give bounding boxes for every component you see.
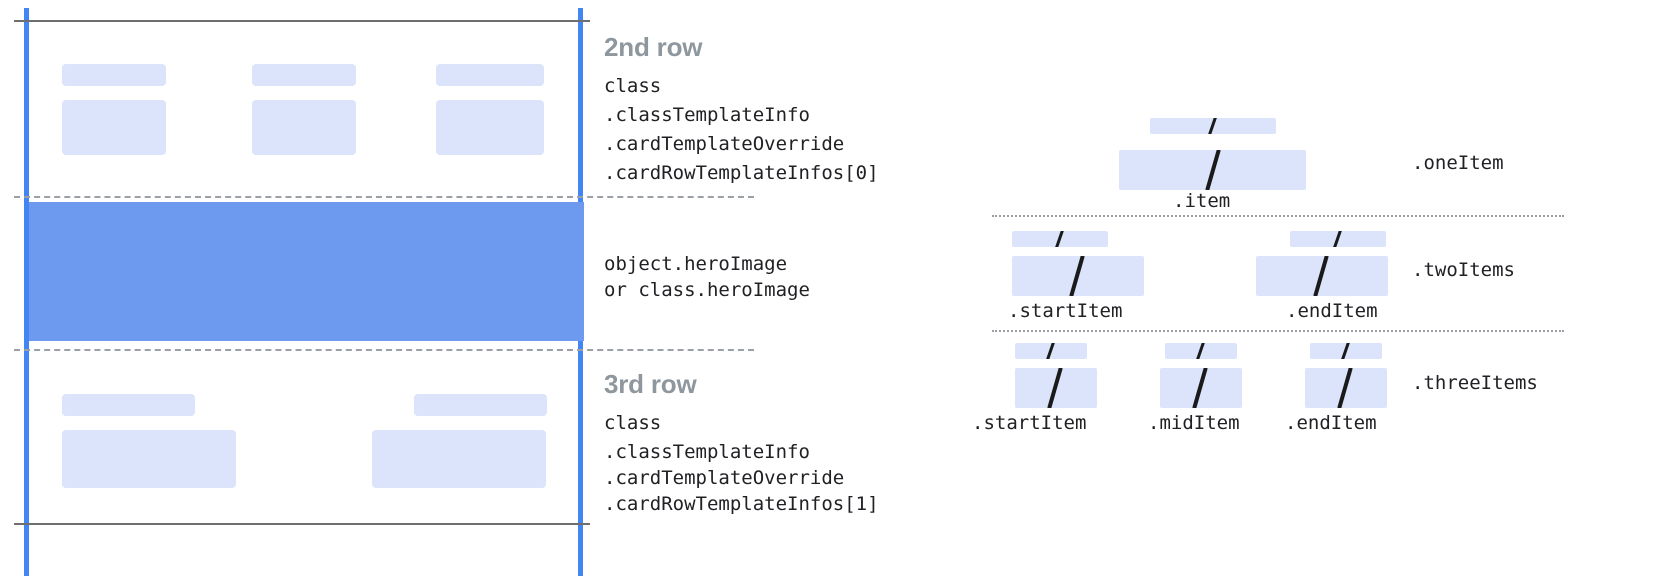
third-row-code-line-4: .cardRowTemplateInfos[1]	[604, 493, 879, 515]
slash-icon	[1205, 150, 1221, 190]
one-item-slot-label: .item	[1173, 190, 1231, 212]
one-item-thin-bar	[1150, 118, 1276, 134]
second-row-label-placeholder-3	[436, 64, 544, 86]
slash-icon	[1340, 343, 1351, 359]
second-row-value-placeholder-2	[252, 100, 356, 155]
two-items-group-label: .twoItems	[1412, 259, 1515, 281]
second-row-value-placeholder-1	[62, 100, 166, 155]
three-items-mid-thin-bar	[1165, 343, 1237, 359]
third-row-heading: 3rd row	[604, 369, 697, 399]
hero-code-line-1: object.heroImage	[604, 253, 788, 275]
third-row-label-placeholder-2	[414, 394, 547, 416]
second-row-heading: 2nd row	[604, 32, 703, 62]
two-items-start-label: .startItem	[1008, 300, 1123, 322]
item-separator-1	[992, 215, 1564, 217]
one-item-thick-bar	[1119, 150, 1306, 190]
card-left-rail	[24, 8, 29, 576]
three-items-group-label: .threeItems	[1412, 372, 1538, 394]
card-top-edge	[14, 20, 590, 22]
slash-icon	[1337, 368, 1353, 408]
hero-image-band	[29, 202, 584, 341]
slash-icon	[1047, 368, 1063, 408]
one-item-group-label: .oneItem	[1412, 152, 1504, 174]
three-items-start-label: .startItem	[972, 412, 1087, 434]
card-row-diagram	[0, 0, 754, 584]
hero-code-line-2: or class.heroImage	[604, 279, 810, 301]
row-separator-1	[14, 196, 754, 198]
third-row-code-line-2: .classTemplateInfo	[604, 441, 810, 463]
item-separator-2	[992, 330, 1564, 332]
third-row-value-placeholder-2	[372, 430, 546, 488]
slash-icon	[1192, 368, 1208, 408]
three-items-end-thick-bar	[1305, 368, 1387, 408]
two-items-start-thin-bar	[1012, 231, 1108, 247]
second-row-code-line-2: .classTemplateInfo	[604, 104, 810, 126]
two-items-end-label: .endItem	[1286, 300, 1378, 322]
card-bottom-edge	[14, 523, 590, 525]
two-items-end-thick-bar	[1256, 256, 1388, 296]
three-items-start-thick-bar	[1015, 368, 1097, 408]
third-row-code-line-1: class	[604, 412, 662, 434]
second-row-code-line-3: .cardTemplateOverride	[604, 133, 845, 155]
three-items-end-thin-bar	[1310, 343, 1382, 359]
two-items-end-thin-bar	[1290, 231, 1386, 247]
slash-icon	[1195, 343, 1206, 359]
third-row-value-placeholder-1	[62, 430, 236, 488]
slash-icon	[1054, 231, 1065, 247]
item-layout-diagram: .item .oneItem .startItem .endItem .twoI…	[960, 0, 1676, 584]
slash-icon	[1069, 256, 1085, 296]
second-row-value-placeholder-3	[436, 100, 544, 155]
second-row-code-line-4: .cardRowTemplateInfos[0]	[604, 162, 879, 184]
third-row-code-line-3: .cardTemplateOverride	[604, 467, 845, 489]
third-row-label-placeholder-1	[62, 394, 195, 416]
slash-icon	[1207, 118, 1218, 134]
second-row-label-placeholder-1	[62, 64, 166, 86]
three-items-start-thin-bar	[1015, 343, 1087, 359]
two-items-start-thick-bar	[1012, 256, 1144, 296]
slash-icon	[1313, 256, 1329, 296]
three-items-end-label: .endItem	[1285, 412, 1377, 434]
row-separator-2	[14, 349, 754, 351]
three-items-mid-label: .midItem	[1148, 412, 1240, 434]
second-row-code-line-1: class	[604, 75, 662, 97]
slash-icon	[1332, 231, 1343, 247]
second-row-label-placeholder-2	[252, 64, 356, 86]
three-items-mid-thick-bar	[1160, 368, 1242, 408]
slash-icon	[1045, 343, 1056, 359]
